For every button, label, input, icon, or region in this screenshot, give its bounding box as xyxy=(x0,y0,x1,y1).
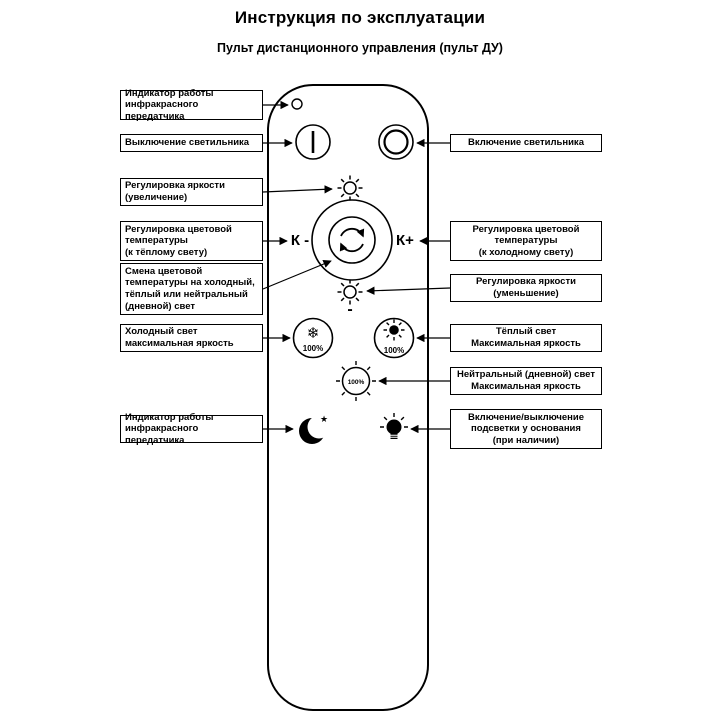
brightness-down-sun-icon xyxy=(337,279,363,305)
callout-brightness-down: Регулировка яркости (уменьшение) xyxy=(450,274,602,302)
callout-base-backlight: Включение/выключение подсветки у основан… xyxy=(450,409,602,449)
k-plus-label: К+ xyxy=(396,232,414,249)
remote-body xyxy=(267,84,429,711)
callout-neutral-light: Нейтральный (дневной) свет Максимальная … xyxy=(450,367,602,395)
callout-arrows-left xyxy=(262,100,333,434)
power-on-ring-icon xyxy=(383,129,409,155)
snowflake-icon: ❄ xyxy=(307,325,320,342)
cold-percent-label: 100% xyxy=(303,344,323,353)
callout-color-warm: Регулировка цветовой температуры (к тёпл… xyxy=(120,221,263,261)
power-off-button xyxy=(295,124,331,160)
ir-indicator-light xyxy=(291,98,303,110)
page-subtitle: Пульт дистанционного управления (пульт Д… xyxy=(217,41,503,55)
cold-light-button: ❄ 100% xyxy=(292,317,334,359)
warm-sun-icon xyxy=(383,319,405,341)
callout-warm-light: Тёплый свет Максимальная яркость xyxy=(450,324,602,352)
color-cycle-dial xyxy=(311,199,393,281)
neutral-percent-label: 100% xyxy=(348,379,365,386)
arrow-brightness-down xyxy=(366,286,451,295)
arrow-color-cycle xyxy=(262,259,332,290)
callout-ir-indicator-top: Индикатор работы инфракрасного передатчи… xyxy=(120,88,263,122)
callout-arrows-right xyxy=(366,138,451,434)
k-minus-label: К - xyxy=(291,232,309,249)
star-icon: ★ xyxy=(320,414,328,424)
callout-power-on: Включение светильника xyxy=(450,134,602,152)
neutral-rays-icon xyxy=(336,361,376,401)
neutral-light-button: 100% xyxy=(336,361,376,401)
bulb-icon xyxy=(380,413,408,439)
night-mode-button: ★ xyxy=(299,414,331,444)
warm-light-button: 100% xyxy=(373,317,415,359)
callout-power-off: Выключение светильника xyxy=(120,134,263,152)
callout-cold-light: Холодный свет максимальная яркость xyxy=(120,324,263,352)
page-title: Инструкция по эксплуатации xyxy=(234,8,486,27)
arrow-brightness-up xyxy=(262,185,333,194)
dial-inner-button xyxy=(328,216,376,264)
power-on-button xyxy=(378,124,414,160)
cycle-arrows-icon xyxy=(339,227,365,253)
brightness-up-sun-icon xyxy=(337,175,363,201)
warm-percent-label: 100% xyxy=(384,346,404,355)
base-backlight-button xyxy=(380,413,408,439)
callout-brightness-up: Регулировка яркости (увеличение) xyxy=(120,178,263,206)
callout-ir-indicator-bottom: Индикатор работы инфракрасного передатчи… xyxy=(120,412,263,446)
callout-color-cycle: Смена цветовой температуры на холодный, … xyxy=(120,263,263,315)
minus-sign: - xyxy=(347,301,352,318)
callout-color-cold: Регулировка цветовой температуры (к холо… xyxy=(450,221,602,261)
